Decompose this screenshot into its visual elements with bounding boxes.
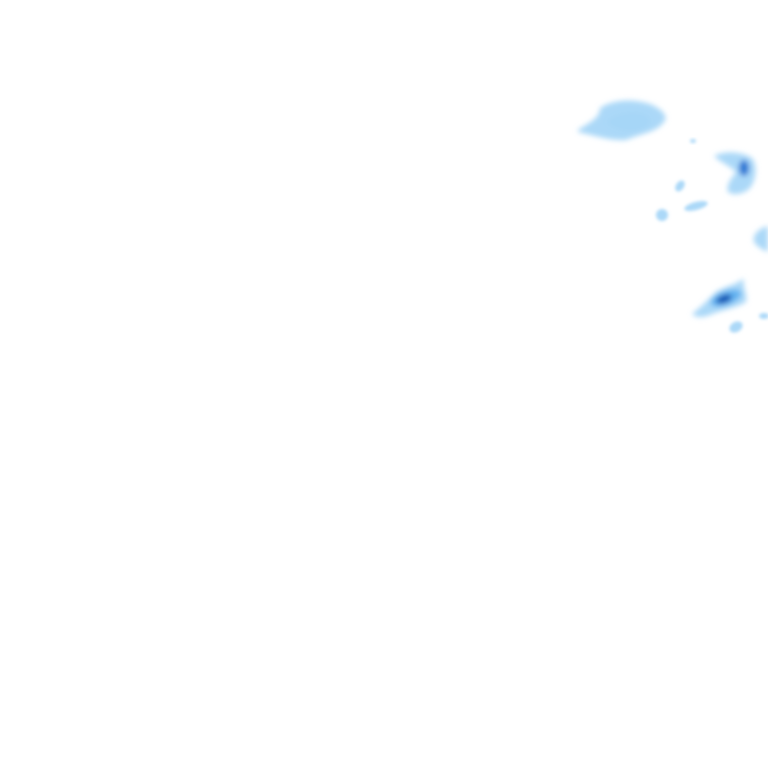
precip-cell-small-e <box>759 313 768 319</box>
precip-cell-small-d <box>729 321 743 333</box>
precip-cell-east-edge <box>753 226 768 252</box>
precip-cell-small-c <box>656 209 668 221</box>
precip-cell-speck <box>690 139 696 143</box>
precip-cell-east <box>714 152 756 195</box>
precip-cell-small-a <box>675 180 685 192</box>
precip-cell-north <box>578 100 666 141</box>
precip-cell-southeast <box>692 278 747 317</box>
precip-cell-small-b <box>684 201 708 211</box>
